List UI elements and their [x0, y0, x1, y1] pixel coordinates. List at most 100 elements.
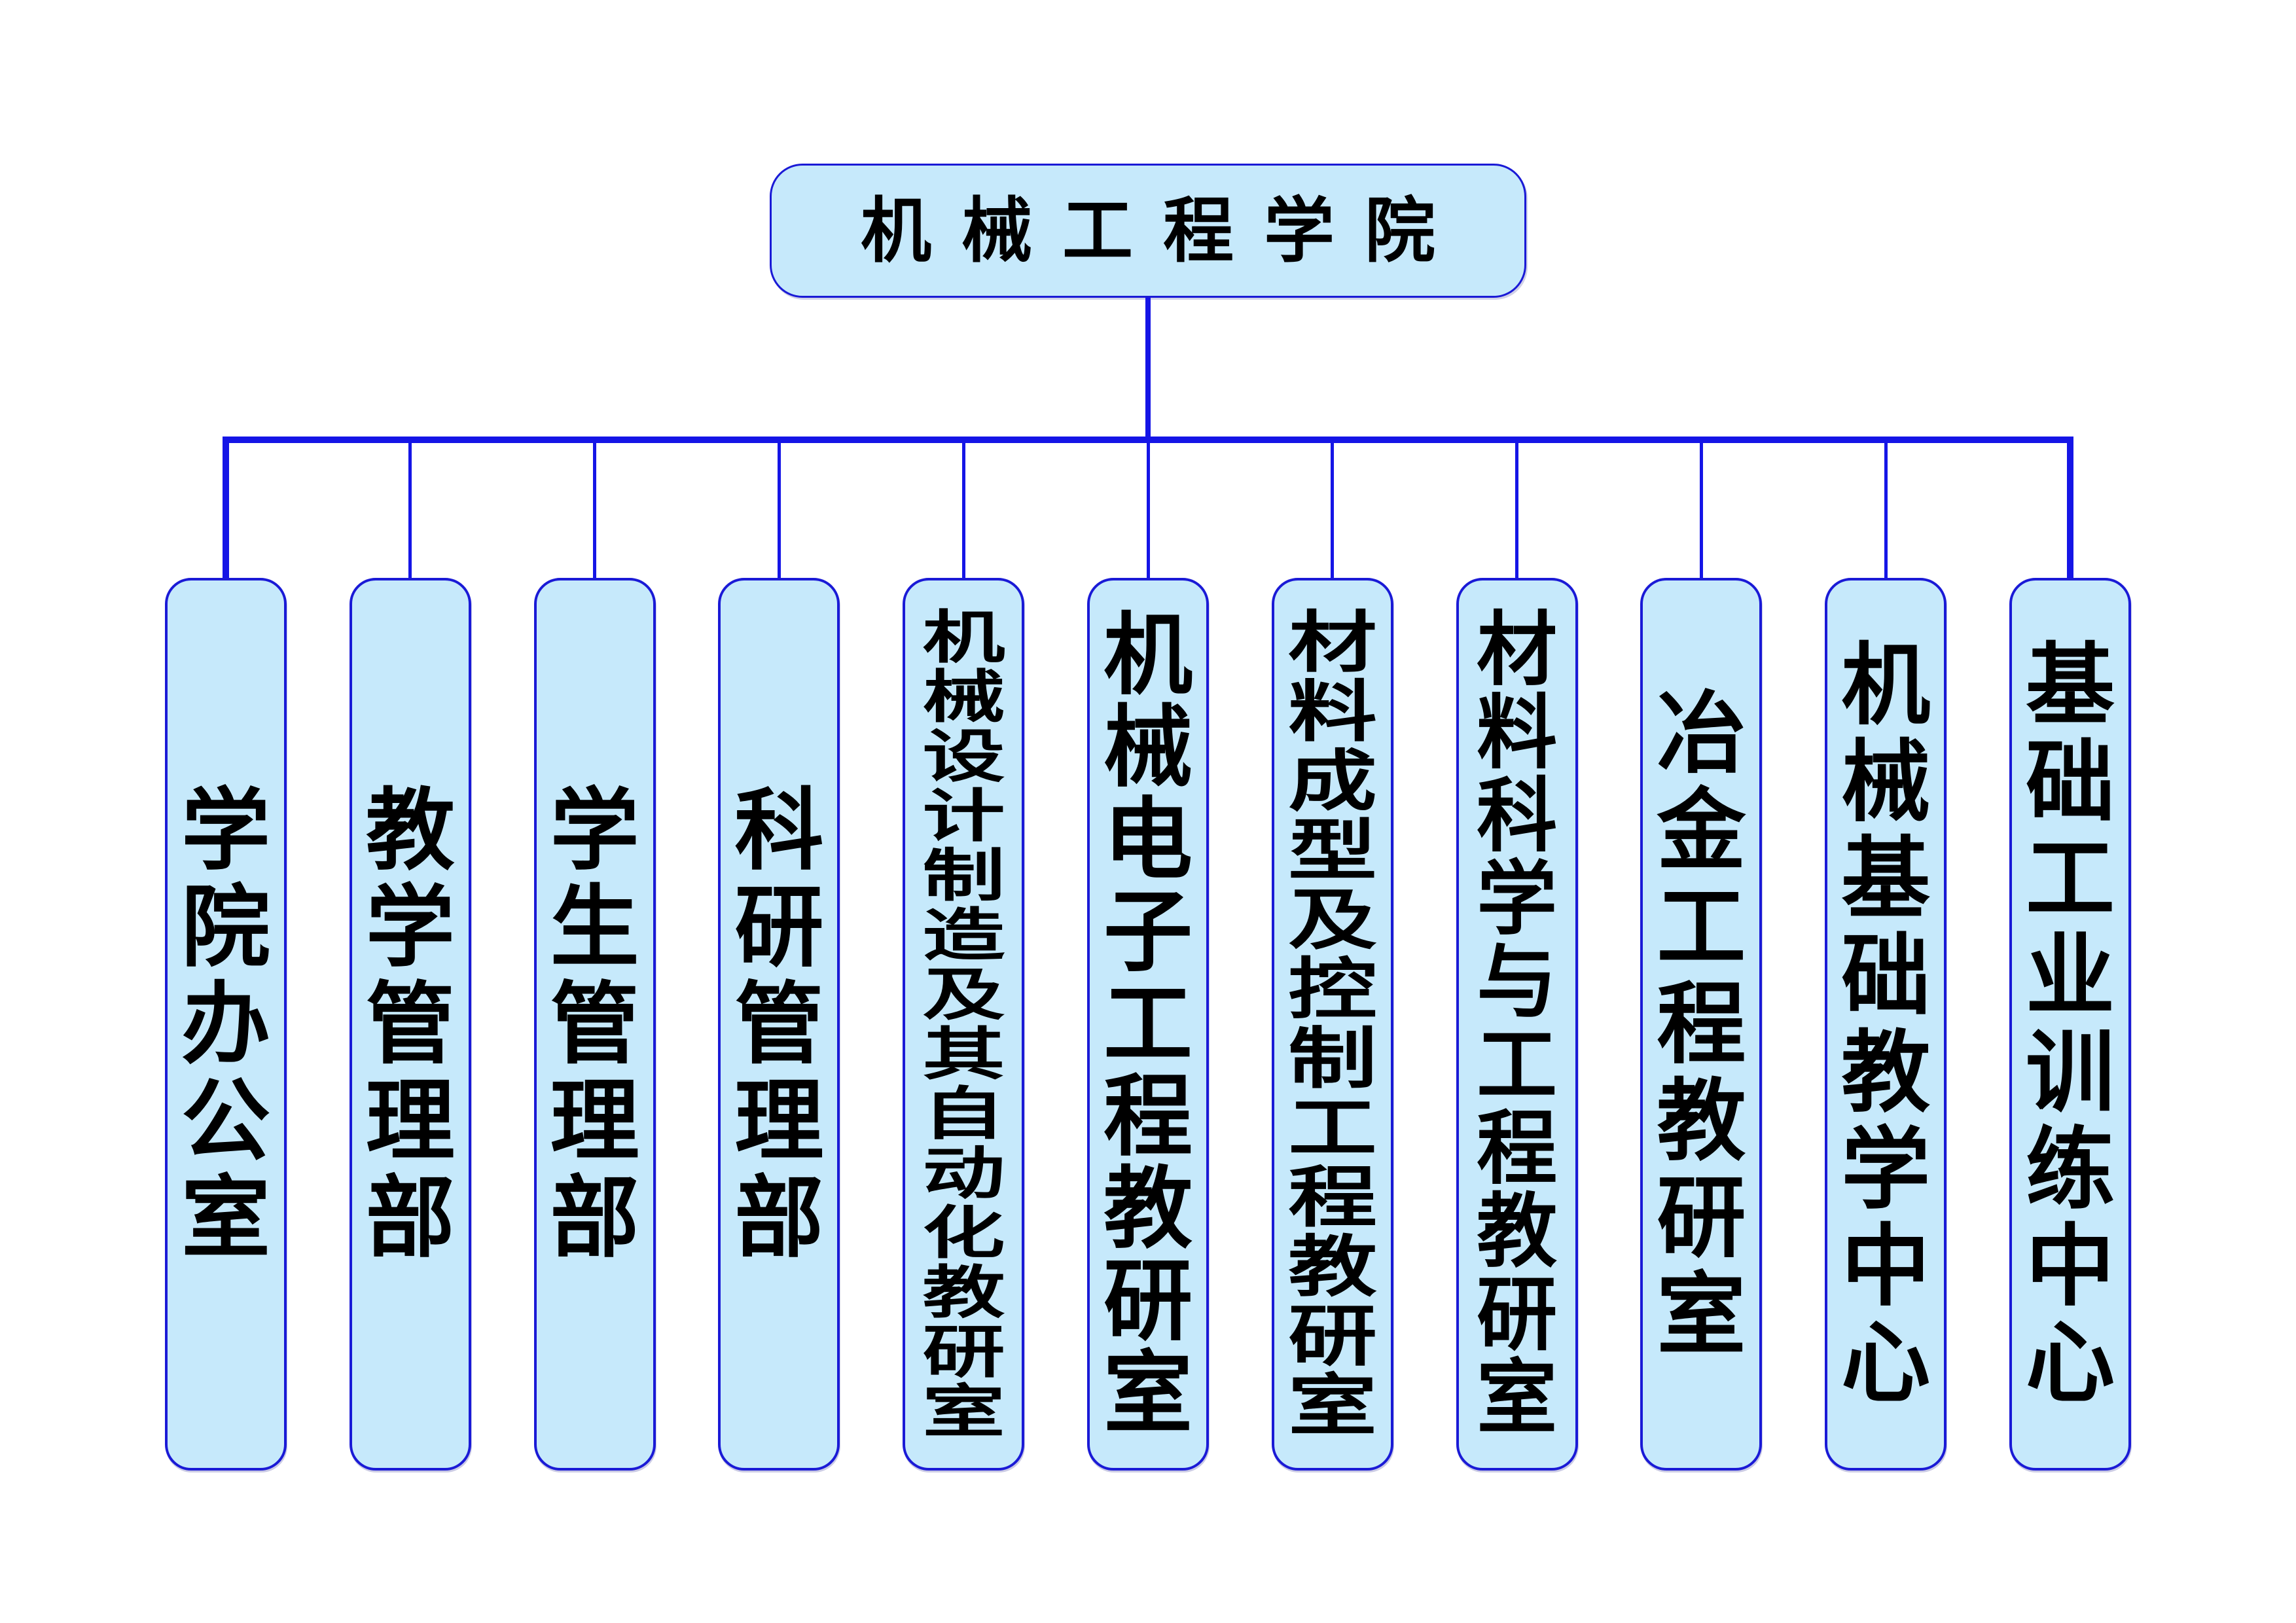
department-box: 基础工业训练中心 [2009, 578, 2131, 1471]
department-label-char: 械 [1103, 695, 1193, 800]
department-label-char: 造 [922, 901, 1005, 969]
department-label-char: 程 [1657, 972, 1746, 1077]
department-label-char: 工 [1287, 1089, 1377, 1168]
department-label-char: 学 [1477, 852, 1558, 946]
department-label-char: 理 [365, 1069, 455, 1173]
department-label-char: 教 [365, 778, 455, 883]
department-label-char: 理 [550, 1069, 639, 1173]
department-label-char: 室 [922, 1378, 1005, 1445]
department-label-char: 教 [922, 1258, 1005, 1326]
department-label-char: 设 [922, 722, 1005, 790]
department-label-char: 室 [1657, 1262, 1746, 1367]
department-box: 学生管理部 [533, 578, 656, 1471]
department-box: 学院办公室 [165, 578, 287, 1471]
department-box: 教学管理部 [349, 578, 471, 1471]
connector-branch-line [1515, 443, 1519, 578]
department-box: 机械电子工程教研室 [1087, 578, 1209, 1471]
department-label-char: 程 [1287, 1158, 1377, 1237]
connector-branch-line [1146, 443, 1150, 578]
department-label-char: 科 [734, 778, 824, 883]
department-label-char: 室 [1287, 1366, 1377, 1445]
connector-horizontal-line [223, 437, 2073, 443]
department-label-char: 理 [734, 1069, 824, 1173]
root-node-box: 机械工程学院 [770, 164, 1526, 298]
department-label-char: 室 [181, 1166, 270, 1270]
department-label-char: 子 [1103, 880, 1193, 984]
department-label-char: 控 [1287, 950, 1377, 1029]
department-label-char: 械 [922, 663, 1005, 730]
department-label-char: 中 [1841, 1214, 1931, 1319]
department-label-char: 研 [734, 875, 824, 980]
department-label-char: 金 [1657, 778, 1746, 883]
connector-branch-line [1331, 443, 1335, 578]
connector-branch-line [777, 443, 781, 578]
department-label-char: 料 [1477, 686, 1558, 780]
root-node-label: 机械工程学院 [860, 189, 1465, 272]
department-label-char: 办 [181, 972, 270, 1077]
department-label-char: 程 [1103, 1064, 1193, 1169]
department-label-char: 料 [1287, 673, 1377, 751]
department-label-char: 型 [1287, 812, 1377, 890]
department-label-char: 生 [550, 875, 639, 980]
department-label-char: 工 [1477, 1018, 1558, 1113]
department-label-char: 化 [922, 1199, 1005, 1266]
department-label-char: 部 [365, 1166, 455, 1270]
department-label: 教学管理部 [352, 580, 469, 1468]
department-label-char: 成 [1287, 742, 1377, 821]
department-label-char: 工 [2026, 827, 2115, 931]
department-label: 科研管理部 [721, 580, 837, 1468]
department-label-char: 教 [1103, 1156, 1193, 1261]
department-label-char: 心 [2026, 1311, 2115, 1416]
department-label-char: 机 [922, 603, 1005, 671]
department-label-char: 研 [922, 1318, 1005, 1385]
department-label: 机械设计制造及其自动化教研室 [905, 580, 1022, 1468]
department-label-char: 及 [922, 961, 1005, 1028]
department-label-char: 电 [1103, 787, 1193, 892]
department-label-char: 教 [1841, 1020, 1931, 1125]
department-box: 材料科学与工程教研室 [1456, 578, 1578, 1471]
department-label-char: 研 [1657, 1166, 1746, 1270]
department-label-char: 室 [1477, 1351, 1558, 1445]
connector-branch-line [223, 437, 229, 578]
department-label-char: 学 [181, 778, 270, 883]
department-label-char: 机 [1103, 603, 1193, 707]
department-label-char: 计 [922, 782, 1005, 849]
connector-branch-line [2067, 437, 2073, 578]
department-box: 材料成型及控制工程教研室 [1271, 578, 1393, 1471]
department-label: 机械基础教学中心 [1827, 580, 1944, 1468]
department-label: 学院办公室 [168, 580, 284, 1468]
department-label-char: 业 [2026, 923, 2115, 1028]
department-label: 冶金工程教研室 [1643, 580, 1759, 1468]
department-label-char: 教 [1657, 1069, 1746, 1173]
connector-branch-line [961, 443, 965, 578]
department-label-char: 材 [1287, 603, 1377, 682]
department-label-char: 工 [1103, 972, 1193, 1077]
department-label-char: 础 [1841, 923, 1931, 1028]
department-label-char: 程 [1477, 1101, 1558, 1196]
department-label-char: 冶 [1657, 681, 1746, 786]
department-label-char: 工 [1657, 875, 1746, 980]
department-label-char: 研 [1477, 1268, 1558, 1362]
department-label-char: 中 [2026, 1214, 2115, 1319]
department-box: 冶金工程教研室 [1640, 578, 1763, 1471]
department-label: 材料科学与工程教研室 [1459, 580, 1575, 1468]
department-label-char: 自 [922, 1080, 1005, 1147]
department-label-char: 室 [1103, 1341, 1193, 1446]
department-label-char: 管 [550, 972, 639, 1077]
department-label-char: 院 [181, 875, 270, 980]
department-label-char: 动 [922, 1139, 1005, 1207]
department-label-char: 械 [1841, 730, 1931, 834]
department-label-char: 研 [1103, 1249, 1193, 1353]
department-label: 材料成型及控制工程教研室 [1274, 580, 1391, 1468]
department-label: 基础工业训练中心 [2012, 580, 2128, 1468]
department-label-char: 基 [2026, 633, 2115, 738]
department-label-char: 础 [2026, 730, 2115, 834]
department-label-char: 机 [1841, 633, 1931, 738]
department-label: 学生管理部 [537, 580, 653, 1468]
department-box: 机械设计制造及其自动化教研室 [903, 578, 1025, 1471]
department-label-char: 科 [1477, 769, 1558, 863]
department-label-char: 公 [181, 1069, 270, 1173]
department-label-char: 研 [1287, 1297, 1377, 1376]
department-label-char: 管 [734, 972, 824, 1077]
